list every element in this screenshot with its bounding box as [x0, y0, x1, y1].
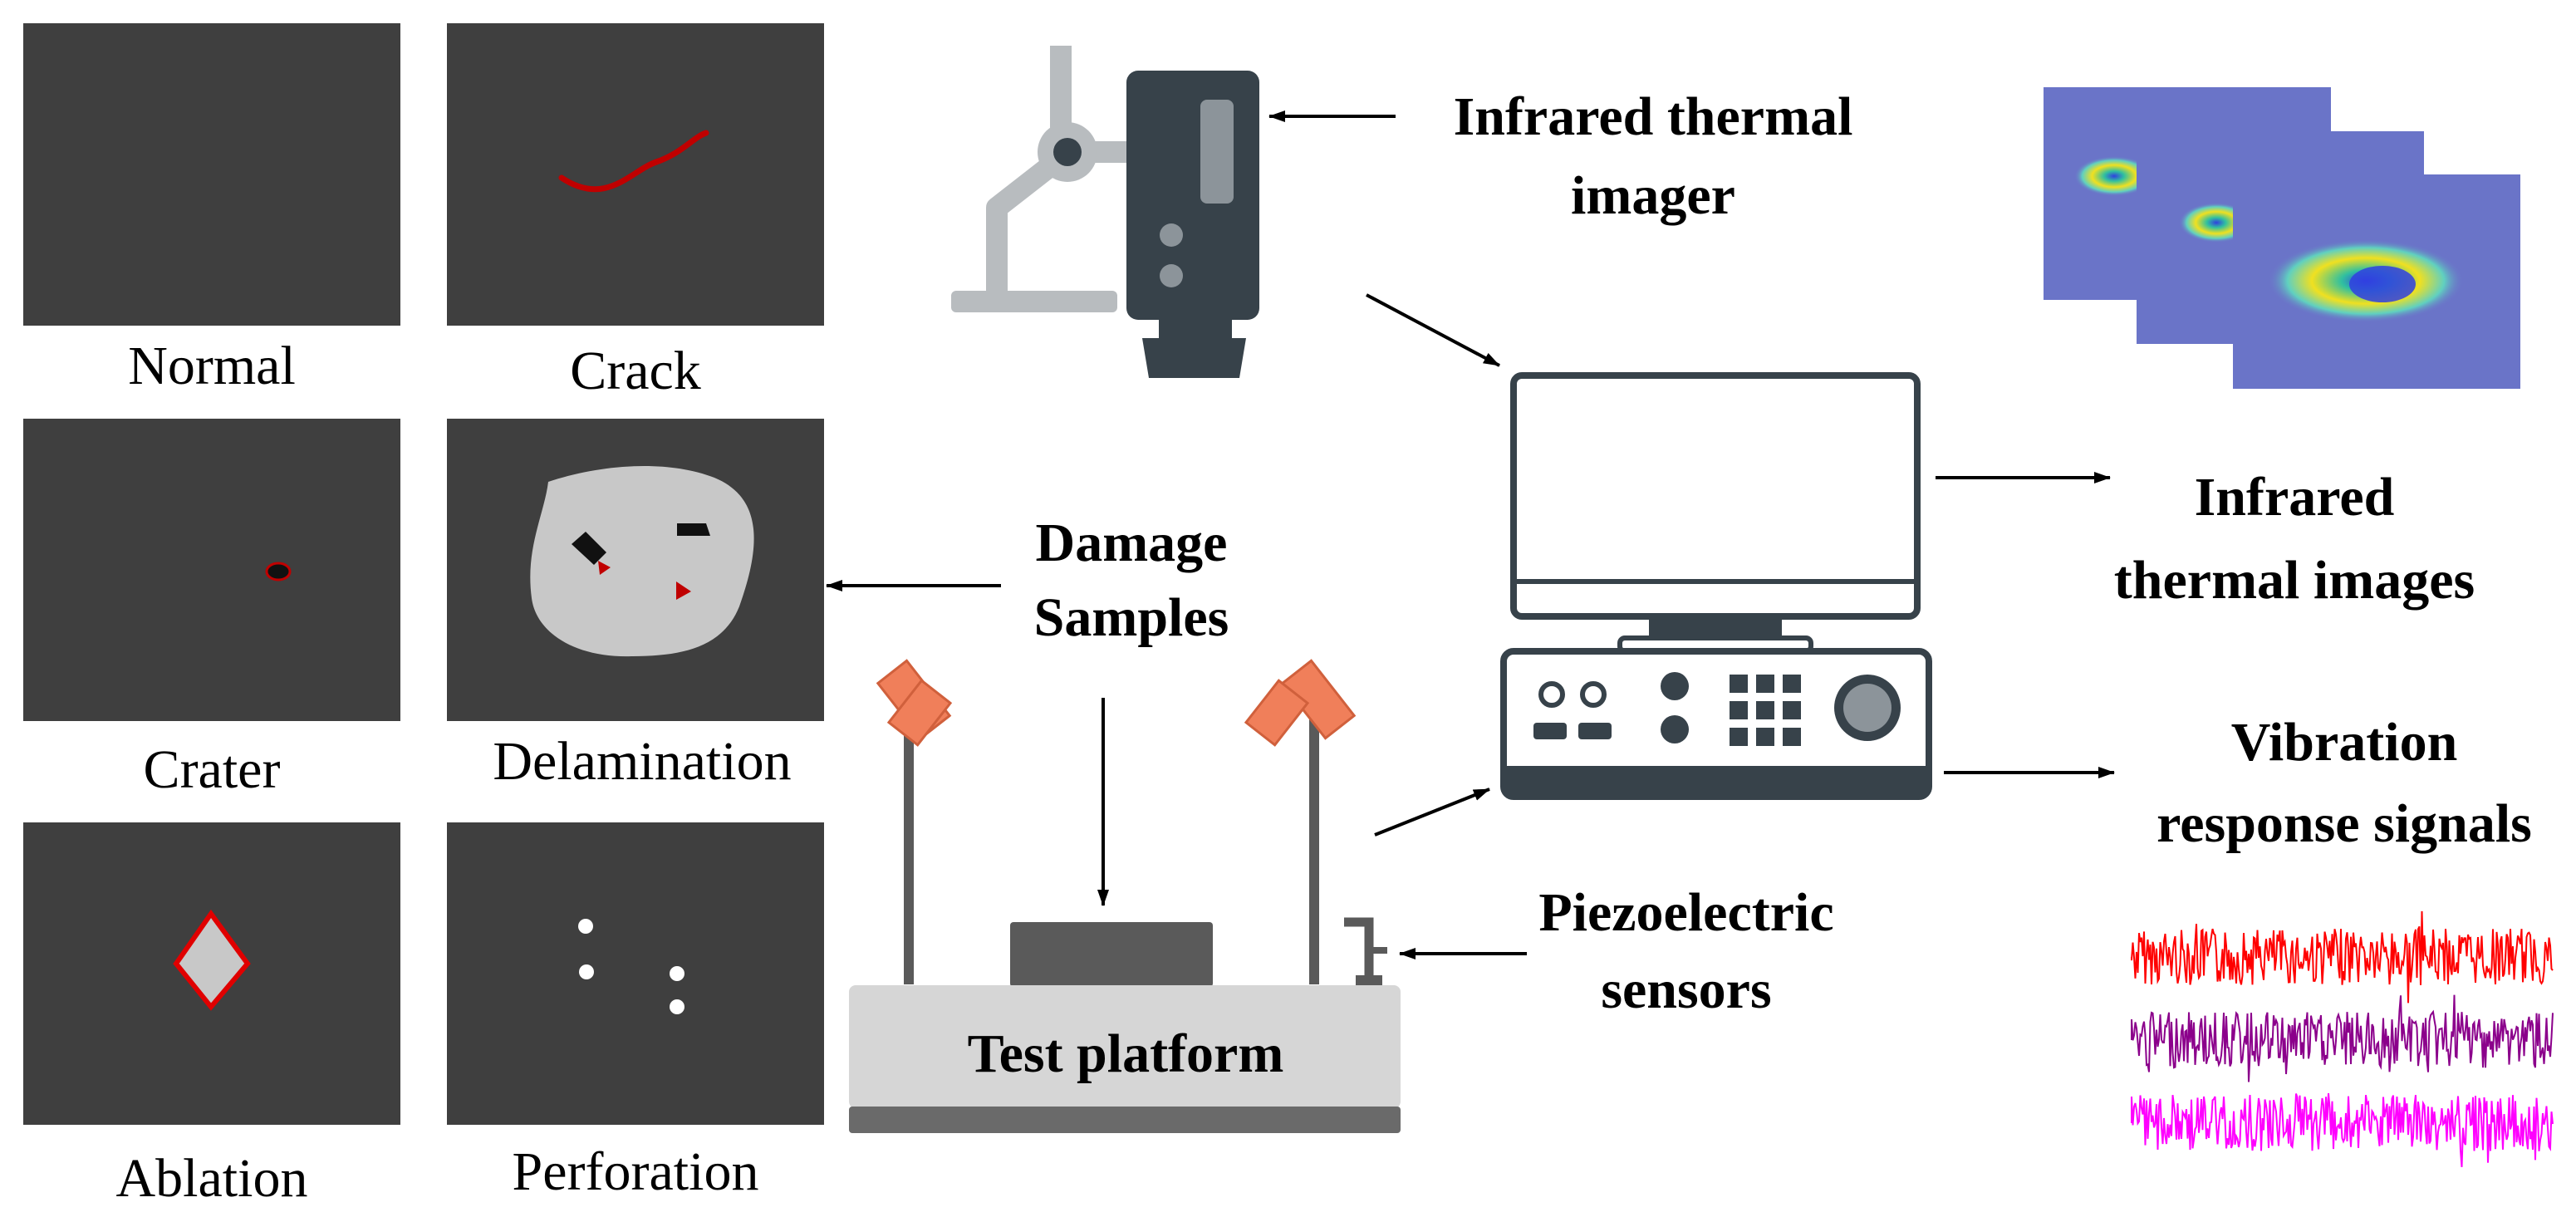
- sample-perforation-label: Perforation: [513, 1141, 759, 1202]
- sample-delamination-label: Delamination: [493, 731, 791, 792]
- delamination-mark-3: [677, 523, 710, 536]
- thermal-images-label-1: Infrared: [2195, 467, 2395, 528]
- signal-trace-red: [2131, 910, 2554, 1004]
- crack-defect: [558, 130, 709, 193]
- vibration-signals: [2131, 910, 2554, 1167]
- sample-normal-label: Normal: [128, 336, 296, 396]
- arrow-camera-to-monitor: [1366, 293, 1500, 367]
- piezo-label-2: sensors: [1601, 959, 1771, 1020]
- thermal-images-label-2: thermal images: [2114, 550, 2475, 611]
- signal-trace-purple: [2131, 994, 2554, 1082]
- sample-grid: Normal Crack Crater Delamination Ablatio…: [23, 23, 824, 1209]
- damage-label-2: Samples: [1034, 587, 1229, 648]
- delamination-mark-2: [598, 561, 611, 575]
- monitor-icon: [1510, 372, 1921, 654]
- camera-icon: [951, 46, 1259, 378]
- crater-defect: [265, 562, 292, 582]
- sample-ablation-label: Ablation: [116, 1148, 308, 1209]
- test-platform-label: Test platform: [968, 1023, 1284, 1084]
- signals-label-2: response signals: [2156, 793, 2532, 854]
- left-lamp: [876, 659, 953, 747]
- sample-crater-label: Crater: [144, 739, 281, 800]
- perforation-hole-1: [578, 919, 593, 934]
- imager-label-2: imager: [1571, 165, 1735, 226]
- delamination-mark-4: [676, 582, 691, 600]
- damage-label-1: Damage: [1036, 513, 1228, 573]
- ablation-defect: [173, 909, 251, 1011]
- sample-block: [1010, 922, 1213, 987]
- sample-perforation-panel: [447, 822, 824, 1125]
- sensor-stand-icon: [876, 659, 1357, 984]
- signals-label-1: Vibration: [2231, 712, 2458, 773]
- perforation-hole-3: [670, 966, 684, 981]
- sample-crater-panel: [23, 419, 400, 721]
- arrows: [826, 110, 2115, 959]
- imager-label-1: Infrared thermal: [1454, 86, 1853, 147]
- delamination-mark-1: [572, 532, 606, 565]
- control-console-icon: [1500, 648, 1932, 800]
- labels: Infrared thermal imager Damage Samples P…: [1034, 86, 2532, 1020]
- sample-crack-label: Crack: [570, 341, 701, 401]
- right-lamp: [1244, 659, 1357, 747]
- sample-normal-panel: [23, 23, 400, 326]
- piezo-sensor-icon: [1344, 917, 1387, 985]
- signal-trace-magenta: [2131, 1093, 2554, 1167]
- test-platform: Test platform: [849, 985, 1401, 1133]
- thermal-images: [2044, 87, 2520, 389]
- perforation-hole-2: [579, 964, 594, 979]
- piezo-label-1: Piezoelectric: [1538, 882, 1833, 943]
- perforation-hole-4: [670, 999, 684, 1014]
- delamination-area: [530, 466, 754, 657]
- arrow-platform-to-console: [1374, 788, 1490, 837]
